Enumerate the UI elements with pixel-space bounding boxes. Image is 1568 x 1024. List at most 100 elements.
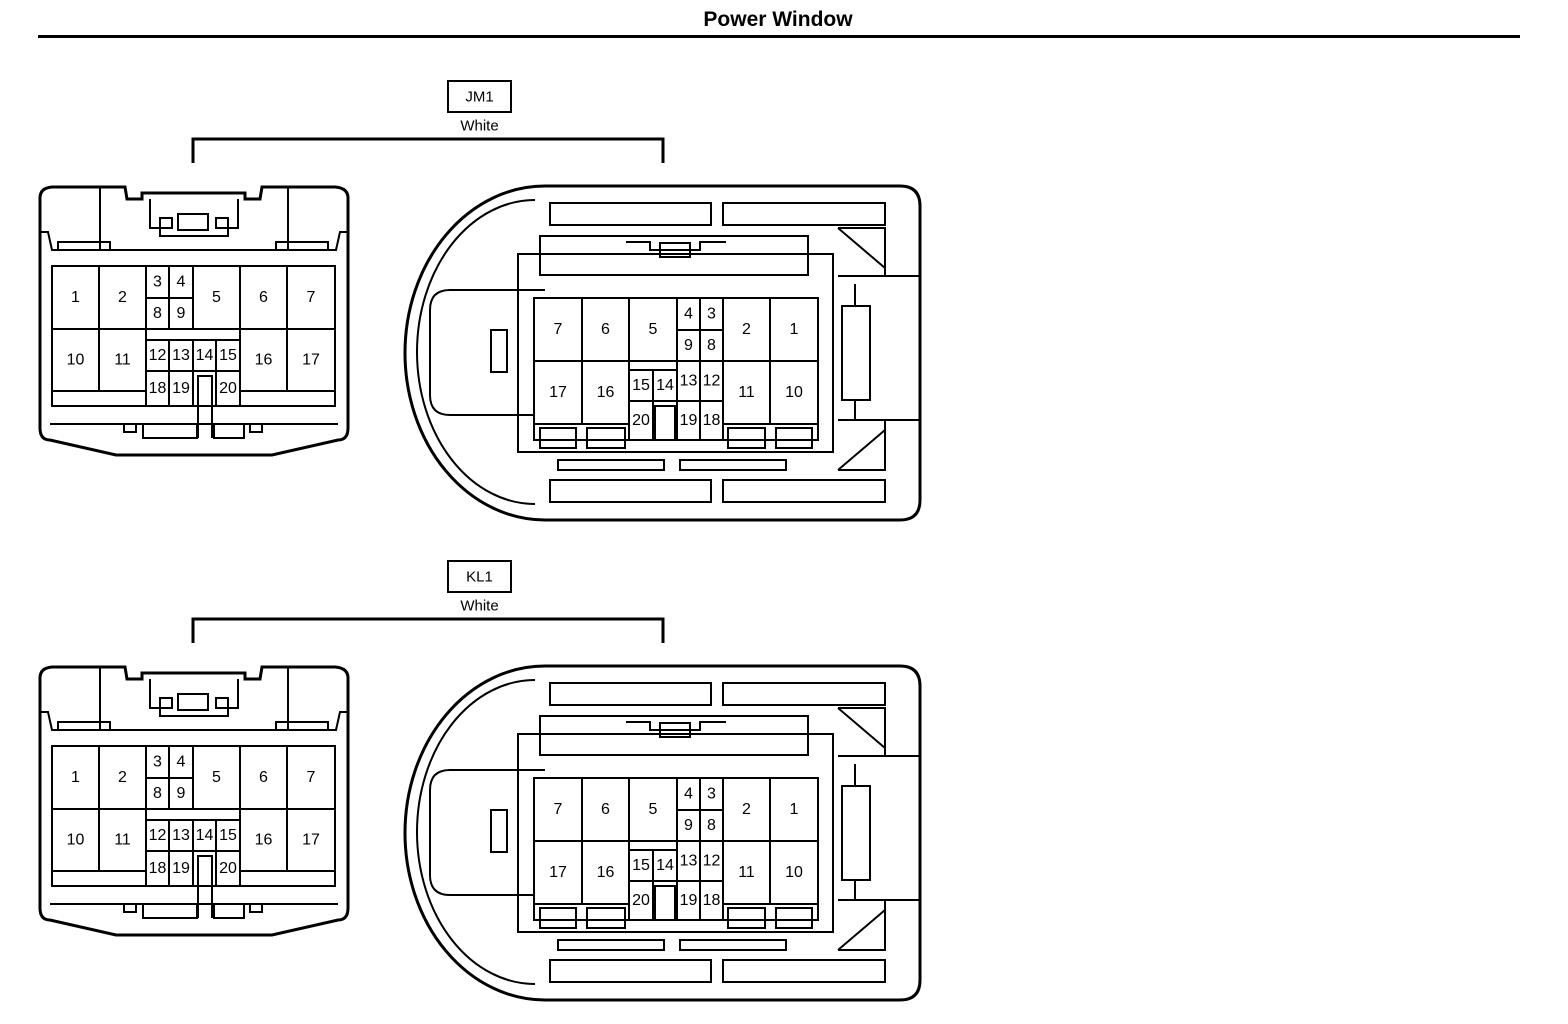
male-pin-cell	[98, 808, 147, 872]
female-inner-frame	[517, 253, 834, 453]
male-pin-cell	[168, 777, 194, 810]
male-pin-number: 13	[172, 347, 190, 364]
male-pin-number: 6	[259, 289, 268, 306]
female-bottom-tab	[727, 907, 766, 929]
female-pin-number: 5	[649, 321, 658, 338]
male-pin-number: 6	[259, 769, 268, 786]
male-pin-number: 2	[118, 769, 127, 786]
male-lock-tab	[215, 697, 229, 709]
female-lever-slot	[490, 329, 508, 373]
female-inner-arc	[416, 679, 536, 985]
female-pin-number: 20	[632, 892, 650, 909]
female-lock-tab	[659, 242, 691, 258]
female-pin-cell	[699, 400, 724, 441]
female-pin-number: 15	[632, 377, 650, 394]
female-pin-number: 3	[707, 786, 716, 803]
female-pin-number: 1	[790, 801, 799, 818]
male-ledge	[275, 241, 329, 251]
female-inner-frame	[517, 733, 834, 933]
male-pin-number: 16	[255, 352, 273, 369]
female-pin-number: 4	[684, 786, 693, 803]
female-pin-cell	[652, 369, 678, 402]
female-bottom-rail	[557, 939, 665, 951]
male-lock	[149, 199, 239, 237]
female-lever	[429, 769, 545, 896]
male-base-tab	[249, 903, 263, 913]
female-pin-number: 5	[649, 801, 658, 818]
male-pin-cell	[286, 808, 336, 872]
female-key	[654, 405, 676, 440]
female-pin-number: 16	[597, 864, 615, 881]
male-base-tab	[213, 903, 245, 919]
male-pin-number: 10	[67, 832, 85, 849]
male-lock-tab	[159, 217, 173, 229]
male-pin-number: 15	[219, 827, 237, 844]
female-pin-number: 7	[554, 801, 563, 818]
female-pin-number: 19	[680, 412, 698, 429]
male-lock-tab	[159, 697, 173, 709]
female-pin-cell	[722, 840, 771, 905]
male-pin-number: 7	[307, 289, 316, 306]
female-pin-cell	[769, 360, 819, 425]
female-side-clip	[838, 275, 921, 421]
connector-id-label: KL1	[466, 569, 493, 586]
male-pin-number: 4	[177, 754, 186, 771]
female-bottom-tab	[775, 907, 813, 929]
male-pin-number: 2	[118, 289, 127, 306]
female-pin-number: 2	[742, 321, 751, 338]
female-pin-number: 12	[703, 373, 721, 390]
male-pin-cell	[239, 265, 288, 330]
male-key	[197, 855, 213, 918]
male-pin-number: 5	[212, 769, 221, 786]
female-pin-number: 18	[703, 892, 721, 909]
female-pin-cell	[533, 297, 583, 362]
female-inner-arc	[416, 199, 536, 505]
female-pin-number: 14	[656, 857, 674, 874]
female-bottom-rail	[679, 459, 787, 471]
female-lock-notch	[626, 721, 726, 731]
male-pin-number: 16	[255, 832, 273, 849]
female-bottom-tab	[727, 427, 766, 449]
female-bottom-tab	[775, 427, 813, 449]
female-pin-number: 7	[554, 321, 563, 338]
male-pin-number: 4	[177, 274, 186, 291]
female-pin-number: 1	[790, 321, 799, 338]
female-side-guide	[837, 227, 886, 471]
male-pin-cell	[286, 745, 336, 810]
female-pin-number: 17	[549, 864, 567, 881]
male-shoulder	[40, 231, 348, 251]
female-pin-number: 6	[601, 801, 610, 818]
male-pin-cell	[98, 328, 147, 392]
connector-id-label: JM1	[465, 89, 493, 106]
male-pin-cell	[239, 808, 288, 872]
female-side-guide	[837, 707, 886, 951]
female-pin-number: 15	[632, 857, 650, 874]
male-base-tab	[249, 423, 263, 433]
female-rail	[722, 479, 886, 503]
male-pin-cell	[286, 265, 336, 330]
female-pin-cell	[652, 849, 678, 882]
female-bottom-tab	[539, 907, 577, 929]
female-rail	[722, 202, 886, 226]
female-pin-cell	[533, 840, 583, 905]
female-pin-number: 3	[707, 306, 716, 323]
male-pin-number: 17	[302, 832, 320, 849]
male-ledge	[57, 721, 111, 731]
connector-color-label: White	[460, 118, 498, 135]
male-pin-number: 9	[177, 785, 186, 802]
female-pin-cell	[769, 840, 819, 905]
female-rail	[722, 959, 886, 983]
male-pin-number: 10	[67, 352, 85, 369]
female-rail	[549, 479, 712, 503]
female-side-tab	[841, 305, 871, 401]
female-rail	[549, 202, 712, 226]
female-lever-slot	[490, 809, 508, 853]
female-pin-number: 17	[549, 384, 567, 401]
male-pin-number: 11	[114, 832, 131, 849]
female-bottom-rail	[679, 939, 787, 951]
male-lock	[149, 679, 239, 717]
